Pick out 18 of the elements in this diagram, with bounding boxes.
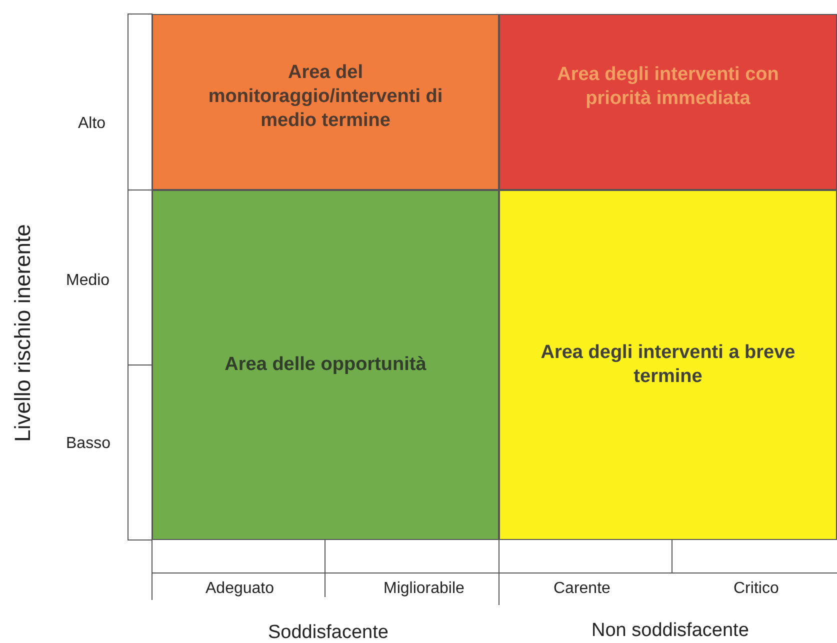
column-label: Carente (554, 580, 610, 598)
area-label: Area degli interventi con priorità immediata (556, 63, 780, 111)
matrix-cell (499, 14, 837, 190)
row-label: Alto (78, 115, 106, 133)
area-label: Area delle opportunità (224, 353, 426, 377)
axis-title: Livello rischio inerente (10, 224, 36, 442)
column-label: Critico (734, 580, 779, 598)
area-label: Area del monitoraggio/interventi di medio termine (207, 61, 444, 133)
group-label: Non soddisfacente (592, 620, 749, 642)
column-label: Adeguato (206, 580, 274, 598)
matrix-cell (152, 14, 499, 190)
row-label: Basso (66, 435, 110, 453)
row-label: Medio (66, 272, 110, 290)
matrix-cell (499, 190, 837, 540)
group-label: Soddisfacente (268, 622, 388, 643)
matrix-cell (152, 190, 499, 540)
area-label: Area degli interventi a breve termine (540, 341, 796, 389)
column-label: Migliorabile (384, 580, 464, 598)
